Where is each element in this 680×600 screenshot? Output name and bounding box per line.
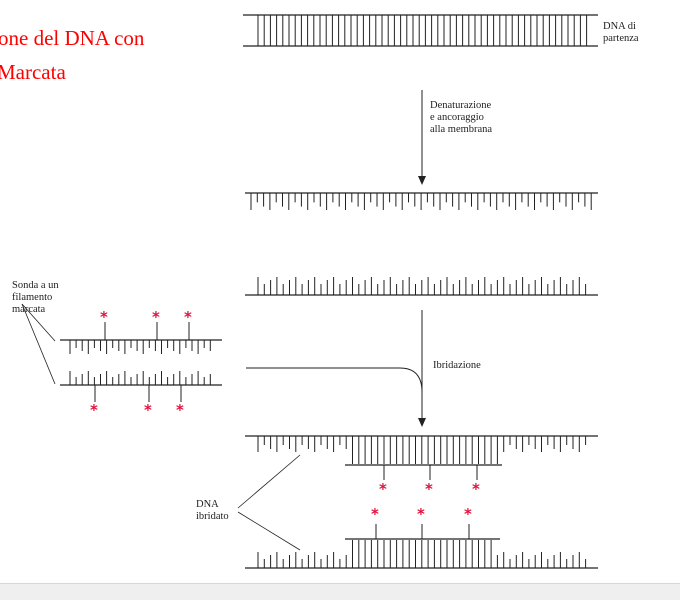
merge-line [246, 367, 423, 393]
probe-pointer-lower [21, 303, 56, 385]
marker-star: * [144, 401, 152, 419]
marker-star: * [90, 401, 98, 419]
marker-star: * [371, 505, 379, 523]
footer-bar [0, 583, 680, 600]
label-pointer-lines [21, 303, 301, 551]
label-hybridization: Ibridazione [433, 360, 481, 371]
arrow-head [418, 176, 426, 185]
probe-pointer-upper [21, 303, 56, 342]
marker-star: * [379, 480, 387, 498]
slide-title-line-2: Marcata [0, 60, 66, 84]
marker-star: * [176, 401, 184, 419]
marker-star: * [152, 308, 160, 326]
hybridization-arrow [246, 310, 426, 427]
label-dna-start: DNA di partenza [603, 21, 639, 44]
arrow-head [418, 418, 426, 427]
slide-title-line-1: one del DNA con [0, 26, 145, 50]
marker-star: * [100, 308, 108, 326]
denaturation-arrow [418, 90, 426, 185]
double-strand-dna-start [243, 14, 598, 47]
single-strand-dna [245, 192, 598, 210]
marker-star: * [425, 480, 433, 498]
label-probe: Sonda a un filamento marcata [12, 280, 59, 315]
hybrid-pointer-upper [237, 454, 301, 509]
diagram-canvas [21, 14, 598, 569]
marker-star: * [472, 480, 480, 498]
marker-star: * [184, 308, 192, 326]
marker-star: * [417, 505, 425, 523]
labeled-probes [60, 322, 222, 402]
hybrid-pointer-lower [237, 511, 301, 551]
marker-star: * [464, 505, 472, 523]
hybridized-dna [245, 435, 598, 569]
membrane-single-strand-dna [245, 277, 598, 296]
label-denaturation: Denaturazione e ancoraggio alla membrana [430, 100, 493, 135]
label-hybrid-dna: DNA ibridato [196, 499, 229, 522]
